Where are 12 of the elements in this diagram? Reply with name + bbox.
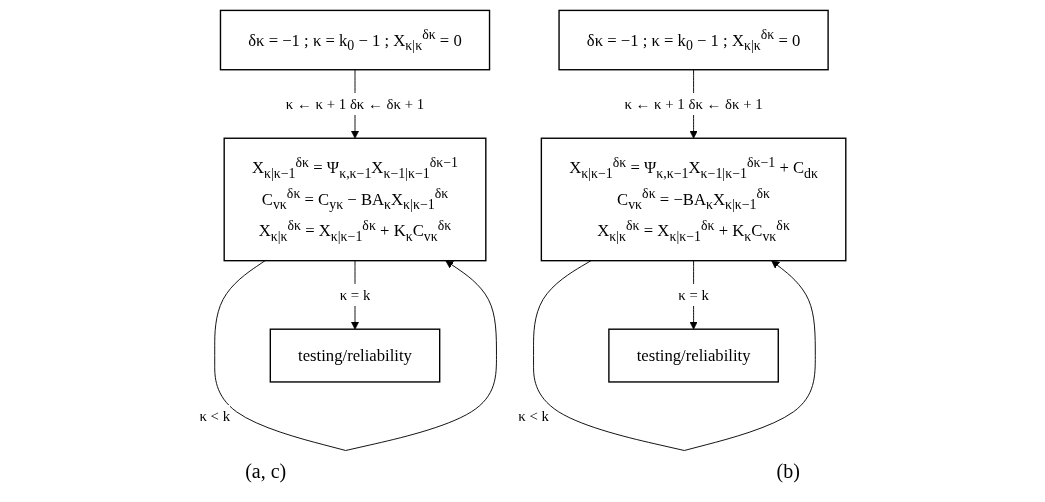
node-box: testing/reliability — [608, 328, 779, 383]
node-box: testing/reliability — [269, 328, 441, 383]
edge-label: κ ← κ + 1 δκ ← δκ + 1 — [624, 95, 763, 111]
edge-label: κ ← κ + 1 δκ ← δκ + 1 — [285, 95, 425, 111]
node-box: δκ = −1 ; κ = k$_{0}$ − 1 ; X$_{κ|κ}$$^{δκ}$ = 0 — [219, 9, 491, 70]
node-box: δκ = −1 ; κ = k$_{0}$ − 1 ; X$_{κ|κ}$$^{δκ}$ = 0 — [558, 9, 829, 70]
edge-label: κ = k — [339, 286, 371, 302]
panel-caption: (a, c) — [245, 460, 287, 483]
edge-label: κ < k — [518, 407, 549, 424]
panel-caption: (b) — [776, 460, 800, 483]
edge-label: κ = k — [678, 286, 709, 302]
edge-label: κ < k — [199, 407, 230, 424]
